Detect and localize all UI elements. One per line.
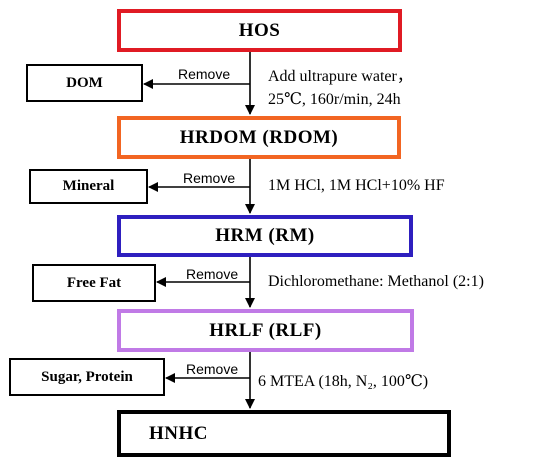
step-box-hrdom: HRDOM (RDOM) xyxy=(117,116,401,159)
step-box-hrlf: HRLF (RLF) xyxy=(117,309,414,352)
removed-box-mineral: Mineral xyxy=(29,169,148,204)
condition-4: 6 MTEA (18h, N₂, 100℃) xyxy=(258,373,429,390)
removed-box-dom: DOM xyxy=(26,64,143,102)
step-label-hrm: HRM (RM) xyxy=(215,225,315,246)
step-label-hnhc: HNHC xyxy=(149,422,208,444)
step-box-hrm: HRM (RM) xyxy=(117,215,413,257)
step-label-hrdom: HRDOM (RDOM) xyxy=(179,126,339,148)
removed-label-mineral: Mineral xyxy=(62,178,115,194)
remove-label-2: Remove xyxy=(183,170,236,186)
remove-label-3: Remove xyxy=(186,266,239,282)
remove-label-1: Remove xyxy=(178,66,231,82)
removed-box-sugar-protein: Sugar, Protein xyxy=(9,358,165,396)
removed-label-dom: DOM xyxy=(66,74,103,91)
step-box-hnhc: HNHC xyxy=(117,410,451,457)
condition-1-line-2: 25℃, 160r/min, 24h xyxy=(268,91,401,108)
step-label-hos: HOS xyxy=(238,19,281,41)
condition-3: Dichloromethane: Methanol (2:1) xyxy=(268,273,484,290)
removed-box-free-fat: Free Fat xyxy=(32,264,156,302)
step-box-hos: HOS xyxy=(117,9,402,52)
removed-label-sugar-protein: Sugar, Protein xyxy=(41,368,133,385)
condition-2: 1M HCl, 1M HCl+10% HF xyxy=(268,177,445,194)
removed-label-free-fat: Free Fat xyxy=(66,274,122,291)
step-label-hrlf: HRLF (RLF) xyxy=(209,319,322,341)
remove-label-4: Remove xyxy=(186,361,239,377)
condition-1-line-1: Add ultrapure water， xyxy=(268,68,413,85)
